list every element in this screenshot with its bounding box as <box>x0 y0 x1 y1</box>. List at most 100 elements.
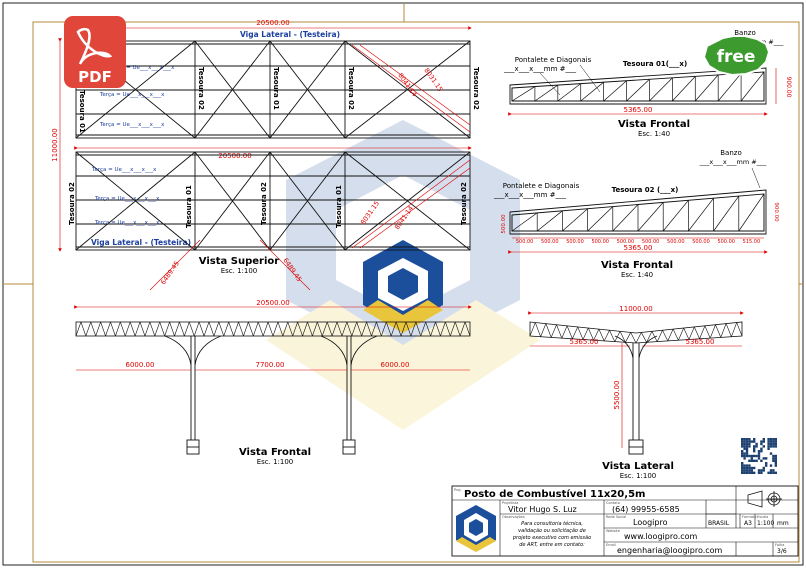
truss02-diagonal <box>713 195 740 232</box>
side-height-dim: 5500.00 <box>613 381 621 410</box>
front-web <box>361 321 367 337</box>
front-web <box>366 321 372 337</box>
truss02-panel-dim: 500.00 <box>717 239 735 245</box>
truss02-diagonal <box>688 197 714 232</box>
side-web <box>720 323 727 338</box>
side-web <box>651 331 658 342</box>
contact-caption: Contato <box>606 501 620 505</box>
truss02-length: 5365.00 <box>624 244 653 252</box>
company-logo <box>456 505 496 552</box>
front-web <box>326 321 333 337</box>
side-web <box>582 327 589 340</box>
front-dim-mid: 7700.00 <box>256 361 285 369</box>
front-web <box>193 321 200 337</box>
front-web <box>188 321 195 337</box>
author-caption: Projetista <box>502 501 518 505</box>
front-web <box>159 321 165 337</box>
truss02-diagonal <box>612 204 639 232</box>
truss02-pontalete-spec: ___x___x___mm #___ <box>493 191 567 199</box>
brace-label-l2: Terça = Ue___x___x___x <box>94 220 160 226</box>
website: www.loogipro.com <box>624 532 698 541</box>
truss01-diagonal <box>534 84 559 102</box>
front-web <box>218 321 225 337</box>
truss02-right-height: 900.00 <box>773 202 779 222</box>
truss01-title: Vista Frontal <box>618 119 690 130</box>
scale-value: 1:100 <box>757 520 774 527</box>
front-web <box>100 321 106 337</box>
side-web <box>550 324 557 338</box>
truss02-panel-dim: 500.00 <box>591 239 609 245</box>
truss-label-u2: Tesoura 01 <box>272 67 280 110</box>
front-web <box>75 321 82 337</box>
truss-label-u3: Tesoura 02 <box>347 67 355 110</box>
truss02-diagonal <box>536 210 563 232</box>
side-web <box>635 332 642 344</box>
front-web <box>164 321 170 337</box>
side-web <box>556 324 563 339</box>
front-web <box>124 321 131 337</box>
front-web <box>459 321 466 337</box>
truss02-diagonal <box>562 208 588 232</box>
truss02-diagonal <box>511 212 538 232</box>
front-overall-dim: 20500.00 <box>256 299 289 307</box>
side-web <box>678 327 684 341</box>
side-web <box>736 322 743 337</box>
truss02-diagonal <box>587 206 614 232</box>
company-caption: Rede Social <box>606 515 626 519</box>
side-web <box>688 326 695 340</box>
truss02-pontalete-label: Pontalete e Diagonais <box>503 182 580 190</box>
free-badge: free <box>702 35 771 77</box>
brace-label-u0: Terça = Ue___x___x___x <box>109 65 175 71</box>
side-web <box>641 332 647 343</box>
front-web <box>233 321 239 337</box>
truss01-diagonal <box>557 83 581 102</box>
truss01-diagonal <box>649 77 673 102</box>
side-view-title: Vista Lateral <box>602 461 674 472</box>
brace-label-l1: Terça = Ue___x___x___x <box>94 196 160 202</box>
side-web <box>593 329 600 341</box>
side-web <box>656 330 663 342</box>
side-view: 11000.00 5365.00 5365.00 5500.00 Vista L… <box>528 305 744 480</box>
front-web <box>174 321 180 337</box>
side-web <box>588 327 594 341</box>
author-name: Vitor Hugo S. Luz <box>508 505 577 514</box>
side-web <box>609 330 616 342</box>
front-web <box>95 321 101 337</box>
truss01-length: 5365.00 <box>624 106 653 114</box>
side-web <box>566 325 573 339</box>
front-web <box>134 321 141 337</box>
truss02-panel-dim: 500.00 <box>516 239 534 245</box>
truss01-diagonal <box>717 73 742 102</box>
front-web <box>80 321 87 337</box>
truss01-height: 900.00 <box>785 77 792 98</box>
truss-label-u0: Tesoura 01 <box>78 90 86 133</box>
front-view-scale: Esc. 1:100 <box>257 458 294 466</box>
brace-label-l0: Terça = Ue___x___x___x <box>91 167 157 173</box>
side-web <box>529 322 536 337</box>
front-web <box>262 321 269 337</box>
front-web <box>208 321 215 337</box>
truss01-scale: Esc. 1:40 <box>638 130 670 138</box>
front-web <box>257 321 264 337</box>
front-web <box>307 321 313 337</box>
front-web <box>144 321 151 337</box>
side-web <box>646 331 653 343</box>
front-web <box>105 321 111 337</box>
front-web <box>277 321 284 337</box>
front-web <box>198 321 205 337</box>
front-web <box>356 321 362 337</box>
side-web <box>709 324 716 339</box>
truss02-panel-dim: 500.00 <box>617 239 635 245</box>
front-web <box>139 321 146 337</box>
front-web <box>213 321 220 337</box>
qr-code <box>739 436 779 476</box>
truss01-pontalete-spec: ___x___x___mm #___ <box>503 65 577 73</box>
truss02-panel-dim: 500.00 <box>541 239 559 245</box>
front-web <box>430 321 436 337</box>
front-web <box>336 321 343 337</box>
front-web <box>381 321 387 337</box>
truss02-diagonal <box>738 193 765 232</box>
truss-label-l3: Tesoura 01 <box>335 185 343 228</box>
truss01-diagonal <box>603 80 627 102</box>
